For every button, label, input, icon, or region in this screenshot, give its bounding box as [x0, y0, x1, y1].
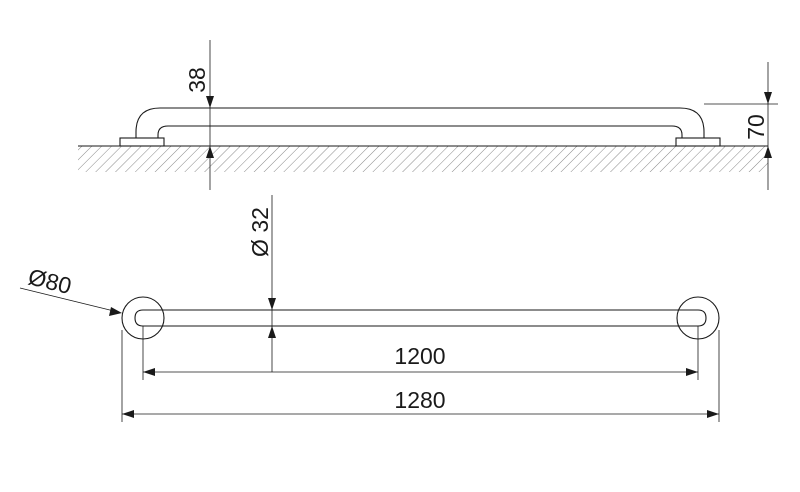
dimension-70-label: 70 [743, 114, 769, 140]
left-flange [119, 137, 165, 147]
dimension-1280-label: 1280 [394, 387, 445, 413]
side-view: 38 70 [78, 40, 778, 190]
bar-body-top-view [134, 309, 707, 327]
bar-inner-contour [157, 125, 683, 138]
right-flange [675, 137, 721, 147]
top-view: Ø 32 Ø80 1200 1280 [19, 195, 720, 422]
wall-hatch [78, 146, 768, 172]
dimension-1200-label: 1200 [394, 343, 445, 369]
dimension-diameter-80-label: Ø80 [26, 263, 74, 299]
dimension-38-label: 38 [184, 67, 210, 93]
bar-outer-contour [135, 107, 705, 138]
dimension-diameter-32-label: Ø 32 [247, 207, 273, 257]
